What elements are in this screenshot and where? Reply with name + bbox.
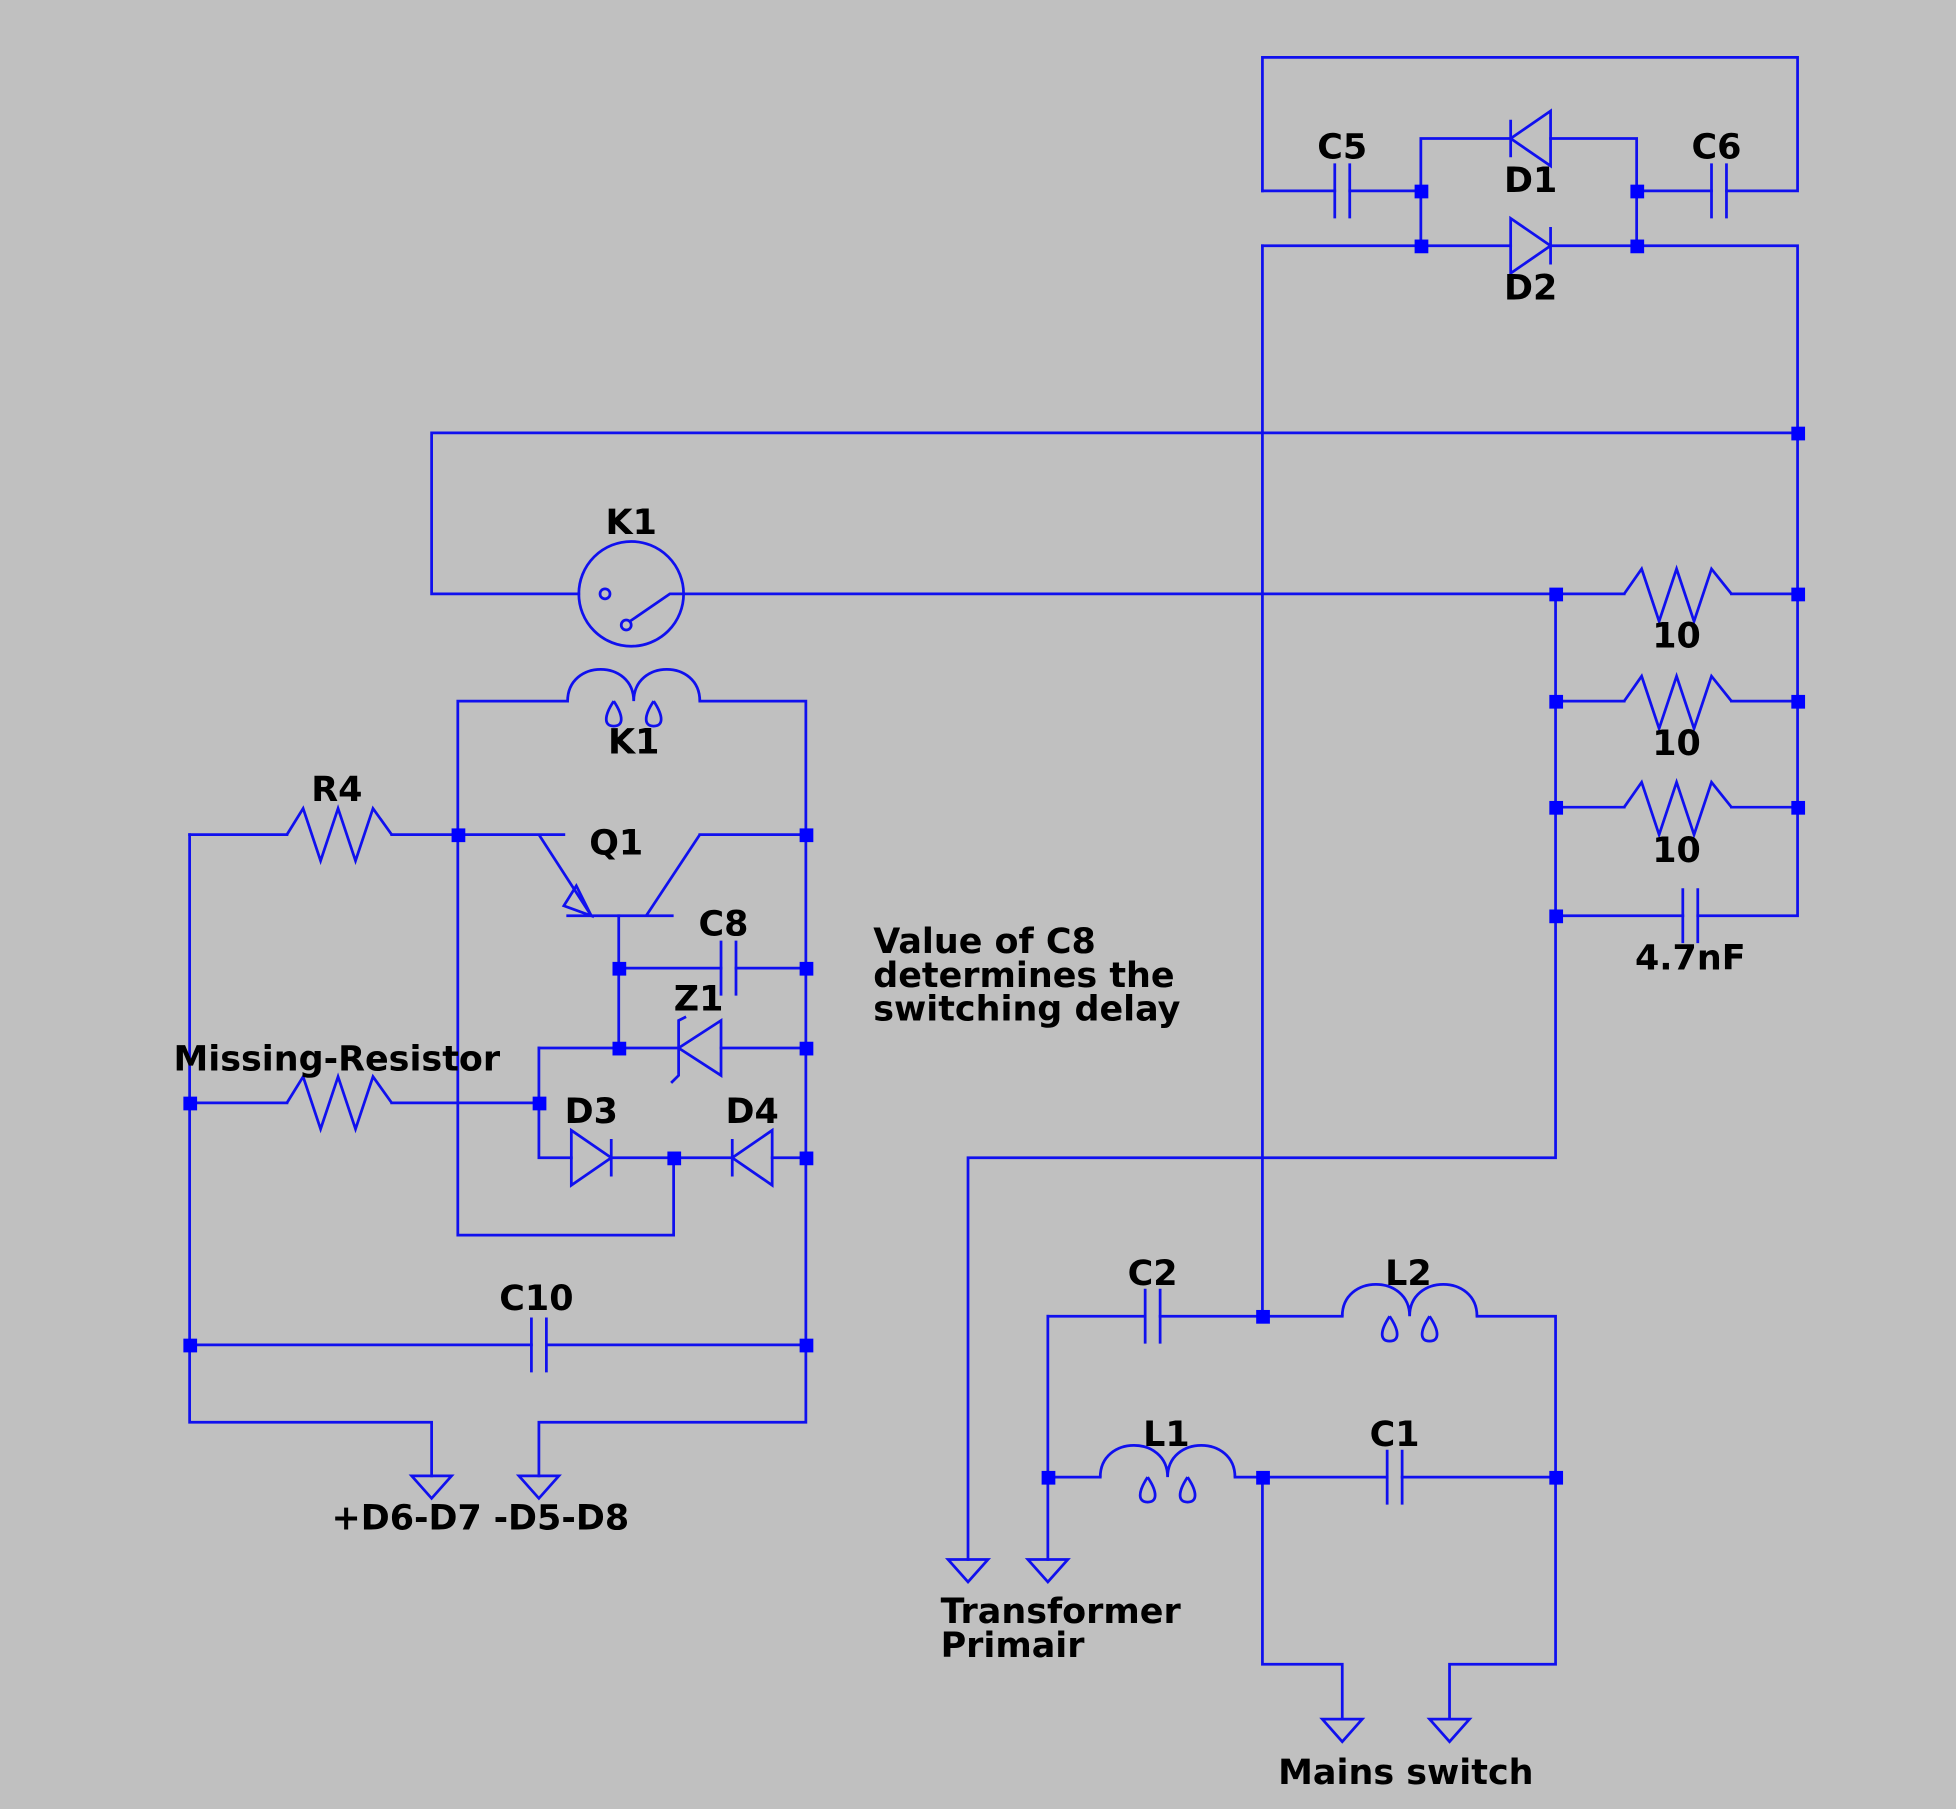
ground-transformer-b <box>1024 1558 1071 1585</box>
diode-d2 <box>1509 215 1554 276</box>
relay-driver <box>188 668 808 1501</box>
component-labels: C5 C6 D1 D2 K1 K1 10 10 10 4.7nF R4 Q1 C… <box>173 127 1745 1793</box>
label-ground-pos: +D6-D7 <box>332 1499 482 1539</box>
label-q1: Q1 <box>589 824 643 864</box>
label-resistor-bottom: 10 <box>1652 831 1701 871</box>
label-l2: L2 <box>1385 1254 1432 1294</box>
resistor-missing <box>285 1072 393 1134</box>
junction-nodes <box>183 184 1806 1485</box>
relay-coil-k1 <box>566 668 702 728</box>
ground-mains-b <box>1426 1717 1473 1744</box>
capacitor-c2 <box>1143 1288 1162 1344</box>
label-c10: C10 <box>499 1279 573 1319</box>
capacitor-c6 <box>1710 163 1728 219</box>
note-line-2: determines the <box>873 956 1174 996</box>
label-transformer-line2: Primair <box>941 1626 1086 1666</box>
delay-note: Value of C8 determines the switching del… <box>873 922 1180 1029</box>
capacitor-c5 <box>1333 163 1352 219</box>
label-z1: Z1 <box>674 980 724 1020</box>
ground-mains-a <box>1319 1717 1366 1744</box>
ground-transformer-a <box>945 1558 992 1585</box>
label-c8: C8 <box>699 905 749 945</box>
resistor-bank <box>966 564 1799 1561</box>
relay-contact-k1 <box>577 540 685 648</box>
resistor-r4 <box>285 804 393 866</box>
label-ground-neg: -D5-D8 <box>494 1499 630 1539</box>
rectifier-block <box>1261 56 1799 1318</box>
label-d2: D2 <box>1504 268 1557 308</box>
inductor-l1 <box>1098 1444 1237 1504</box>
label-d3: D3 <box>565 1092 618 1132</box>
label-k1-coil: K1 <box>608 723 659 763</box>
diode-d1 <box>1508 108 1552 169</box>
inductor-l2 <box>1340 1283 1479 1343</box>
label-k1-switch: K1 <box>606 503 657 543</box>
label-missing-resistor: Missing-Resistor <box>173 1039 500 1079</box>
label-c6: C6 <box>1692 127 1742 167</box>
label-c1: C1 <box>1370 1415 1420 1455</box>
resistor-10-middle <box>1623 671 1733 733</box>
ground-pos-d6-d7 <box>408 1474 455 1501</box>
input-filter <box>945 1283 1557 1744</box>
label-resistor-top: 10 <box>1652 616 1701 656</box>
label-l1: L1 <box>1143 1415 1190 1455</box>
transistor-q1 <box>537 833 701 919</box>
label-d1: D1 <box>1504 161 1557 201</box>
capacitor-c1 <box>1385 1449 1404 1505</box>
label-r4: R4 <box>311 770 362 810</box>
relay-switch-loop <box>430 431 1799 648</box>
label-transformer-line1: Transformer <box>941 1592 1182 1632</box>
resistor-10-bottom <box>1623 777 1733 839</box>
diode-d4 <box>729 1127 774 1188</box>
label-d4: D4 <box>726 1092 779 1132</box>
label-c5: C5 <box>1317 127 1367 167</box>
zener-z1 <box>670 1015 723 1084</box>
diode-d3 <box>569 1127 614 1188</box>
label-mains-switch: Mains switch <box>1278 1753 1533 1793</box>
capacitor-c10 <box>530 1317 548 1373</box>
ground-neg-d5-d8 <box>515 1474 562 1501</box>
capacitor-c8 <box>719 940 738 996</box>
resistor-10-top <box>1623 564 1733 626</box>
label-resistor-middle: 10 <box>1652 724 1701 764</box>
label-capacitor-4-7nf: 4.7nF <box>1635 938 1746 978</box>
note-line-1: Value of C8 <box>873 922 1096 962</box>
note-line-3: switching delay <box>873 990 1180 1030</box>
capacitor-4-7nf <box>1681 888 1700 944</box>
label-c2: C2 <box>1128 1254 1178 1294</box>
